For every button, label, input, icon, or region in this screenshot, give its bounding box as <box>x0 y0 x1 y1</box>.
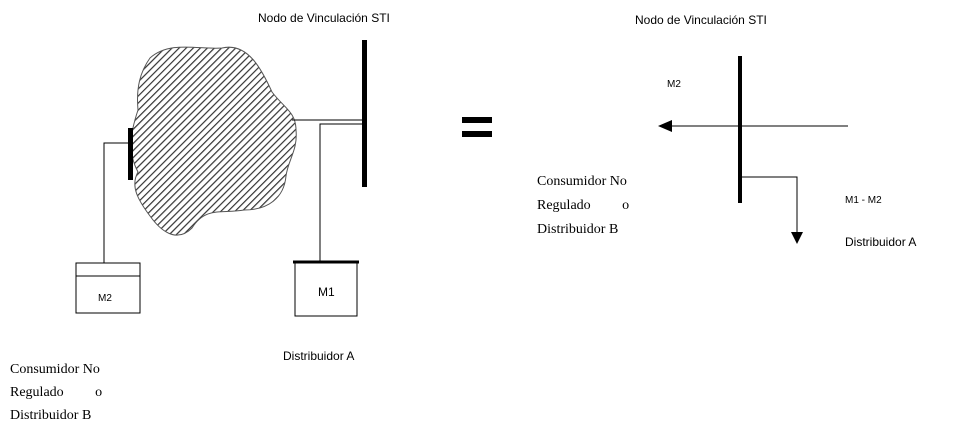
left-node-title: Nodo de Vinculación STI <box>258 11 390 25</box>
right-diagram: Nodo de Vinculación STI M2 M1 - M2 Consu… <box>537 13 916 249</box>
consumer-bus <box>128 128 133 180</box>
right-consumer-line-3: Distribuidor B <box>537 222 618 237</box>
right-distributor-a-label: Distribuidor A <box>845 235 916 249</box>
sti-node-bus <box>362 40 367 187</box>
right-consumer-line-2: Regulado o <box>537 198 629 213</box>
meter-m1-label: M1 <box>318 285 335 299</box>
left-consumer-line-3: Distribuidor B <box>10 408 91 423</box>
left-consumer-line-2: Regulado o <box>10 385 102 400</box>
flow-m1-m2-line <box>740 176 798 234</box>
left-diagram: Nodo de Vinculación STI M2 M1 Consumidor… <box>10 11 390 423</box>
right-node-title: Nodo de Vinculación STI <box>635 13 767 27</box>
network-cloud <box>130 46 297 236</box>
right-consumer-line-1: Consumidor No <box>537 174 627 189</box>
meter-m2-label: M2 <box>98 293 112 304</box>
flow-m2-arrowhead <box>658 120 672 132</box>
equals-sign <box>462 117 492 137</box>
flow-m2-label: M2 <box>667 79 681 90</box>
right-sti-node-bus <box>738 56 742 203</box>
flow-m1-m2-label: M1 - M2 <box>845 195 882 206</box>
left-distributor-a-label: Distribuidor A <box>283 349 354 363</box>
consumer-feeder-line <box>103 142 130 263</box>
distributor-feeder-line <box>319 123 362 265</box>
meter-m1-box <box>294 261 358 317</box>
left-consumer-line-1: Consumidor No <box>10 362 100 377</box>
flow-m1-m2-arrowhead <box>791 232 803 244</box>
meter-m2-box <box>75 262 141 314</box>
